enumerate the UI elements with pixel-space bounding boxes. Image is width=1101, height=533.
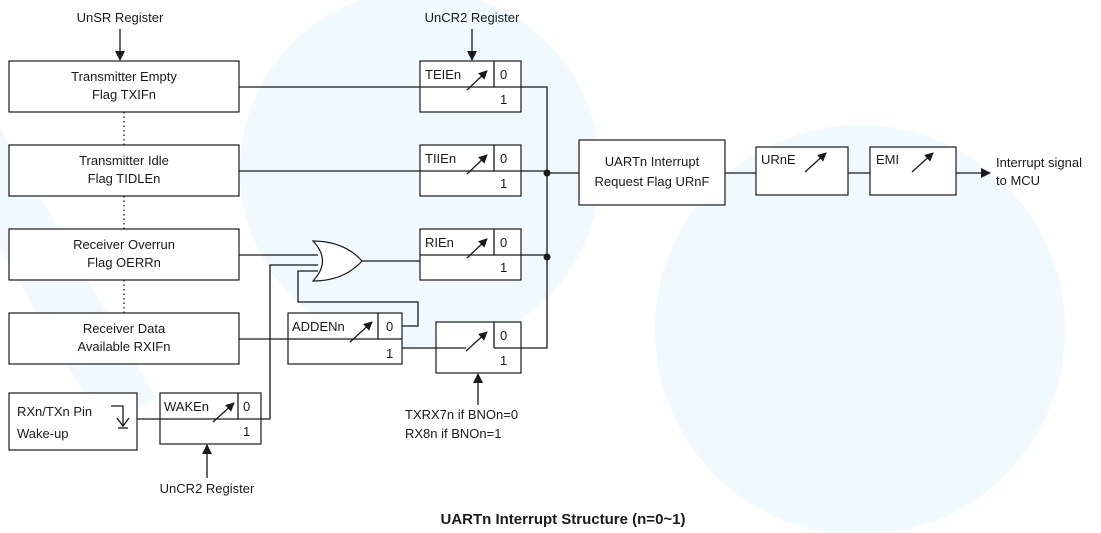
switch-rie: RIEn 0 1 [419, 228, 522, 281]
svg-text:WAKEn: WAKEn [164, 399, 209, 414]
svg-text:TIIEn: TIIEn [425, 151, 456, 166]
svg-text:Flag TXIFn: Flag TXIFn [92, 87, 156, 102]
svg-text:Receiver Data: Receiver Data [83, 321, 166, 336]
svg-text:0: 0 [500, 151, 507, 166]
output-label-2: to MCU [996, 173, 1040, 188]
svg-text:Request Flag URnF: Request Flag URnF [595, 174, 710, 189]
uncr2-register-top-label: UnCR2 Register [425, 10, 520, 25]
flag-rxif: Receiver Data Available RXIFn [8, 312, 240, 365]
junction-dot [543, 169, 551, 177]
uncr2-register-bottom-label: UnCR2 Register [160, 481, 255, 496]
switch-urne: URnE [755, 146, 849, 196]
wires [137, 86, 870, 420]
or-gate [311, 240, 363, 282]
svg-text:Wake-up: Wake-up [17, 426, 69, 441]
svg-text:Flag TIDLEn: Flag TIDLEn [88, 171, 161, 186]
svg-text:1: 1 [500, 353, 507, 368]
switch-emi: EMI [869, 146, 957, 196]
svg-text:ADDENn: ADDENn [292, 319, 345, 334]
bno-label-1: TXRX7n if BNOn=0 [405, 407, 518, 422]
diagram-caption: UARTn Interrupt Structure (n=0~1) [440, 511, 685, 528]
svg-text:0: 0 [500, 235, 507, 250]
flag-oerr: Receiver Overrun Flag OERRn [8, 228, 240, 281]
bno-label-2: RX8n if BNOn=1 [405, 426, 501, 441]
switch-waken: WAKEn 0 1 [159, 392, 262, 445]
svg-text:0: 0 [386, 319, 393, 334]
svg-text:Transmitter Idle: Transmitter Idle [79, 153, 169, 168]
svg-text:0: 0 [243, 399, 250, 414]
svg-text:1: 1 [243, 424, 250, 439]
svg-text:Flag OERRn: Flag OERRn [87, 255, 161, 270]
switch-tiie: TIIEn 0 1 [419, 144, 522, 197]
svg-text:UARTn Interrupt: UARTn Interrupt [605, 154, 700, 169]
output-label-1: Interrupt signal [996, 155, 1082, 170]
switch-teie: TEIEn 0 1 [419, 60, 522, 113]
svg-text:1: 1 [500, 92, 507, 107]
svg-text:URnE: URnE [761, 152, 796, 167]
svg-text:TEIEn: TEIEn [425, 67, 461, 82]
svg-text:Receiver Overrun: Receiver Overrun [73, 237, 175, 252]
unsr-register-label: UnSR Register [77, 10, 164, 25]
svg-text:Transmitter Empty: Transmitter Empty [71, 69, 177, 84]
junction-dot [543, 253, 551, 261]
switch-adden: ADDENn 0 1 [287, 312, 403, 365]
flag-txif: Transmitter Empty Flag TXIFn [8, 60, 240, 113]
svg-text:Available RXIFn: Available RXIFn [78, 339, 171, 354]
svg-text:1: 1 [386, 346, 393, 361]
svg-text:1: 1 [500, 176, 507, 191]
svg-text:RXn/TXn Pin: RXn/TXn Pin [17, 404, 92, 419]
flag-tidle: Transmitter Idle Flag TIDLEn [8, 144, 240, 197]
falling-edge-icon [111, 405, 124, 426]
svg-text:0: 0 [500, 67, 507, 82]
request-flag-box: UARTn Interrupt Request Flag URnF [578, 139, 726, 206]
svg-text:1: 1 [500, 260, 507, 275]
svg-text:RIEn: RIEn [425, 235, 454, 250]
svg-text:0: 0 [500, 328, 507, 343]
svg-text:EMI: EMI [876, 152, 899, 167]
wakeup-pin-box: RXn/TXn Pin Wake-up [8, 392, 138, 451]
